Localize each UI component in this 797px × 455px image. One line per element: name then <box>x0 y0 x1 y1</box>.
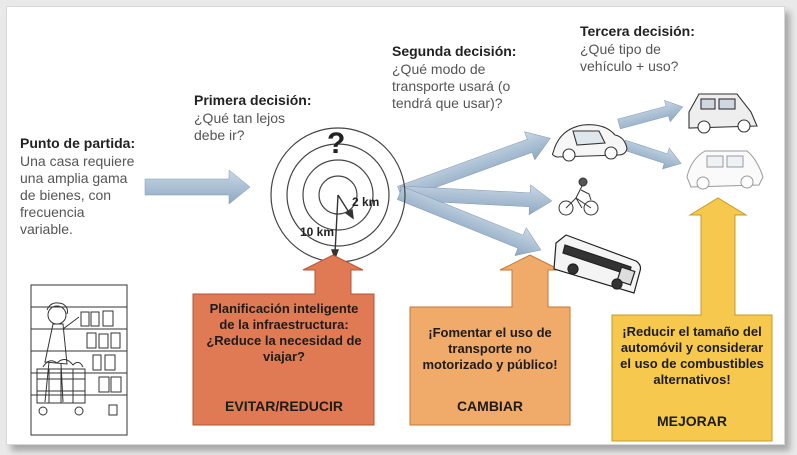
shift-line: transporte no <box>448 341 532 356</box>
start-line: variable. <box>20 221 73 237</box>
third-line: ¿Qué tipo de <box>580 41 661 57</box>
first-decision-title: Primera decisión: <box>194 92 312 108</box>
avoid-line: ¿Reduce la necesidad de <box>206 333 362 348</box>
cyclist-icon <box>558 177 599 216</box>
avoid-box-label: EVITAR/REDUCIR <box>225 398 343 414</box>
improve-line: el uso de combustibles <box>620 356 764 371</box>
distance-far-label: 10 km <box>300 225 335 239</box>
distance-near-label: 2 km <box>352 195 380 209</box>
second-decision-question: ¿Qué modo de transporte usará (o tendrá … <box>392 61 510 112</box>
arrow-to-hatchback <box>622 139 682 170</box>
shopper-illustration <box>30 284 128 436</box>
improve-box-text: ¡Reducir el tamaño del automóvil y consi… <box>614 324 770 388</box>
question-mark: ? <box>327 127 346 160</box>
avoid-line: Planificación inteligente <box>209 301 359 316</box>
second-line: tendrá que usar)? <box>392 95 503 111</box>
arrow-start-to-first <box>144 169 251 205</box>
first-line: debe ir? <box>194 127 245 143</box>
diagram-frame: Punto de partida: Una casa requiere una … <box>6 6 785 445</box>
start-line: de bienes, con <box>20 187 112 203</box>
start-line: una amplia gama <box>20 170 128 186</box>
third-decision-question: ¿Qué tipo de vehículo + uso? <box>580 41 678 75</box>
hatchback-icon <box>686 150 764 190</box>
start-line: Una casa requiere <box>20 153 135 169</box>
start-description: Una casa requiere una amplia gama de bie… <box>20 153 134 238</box>
improve-box-shape <box>611 197 773 442</box>
improve-box-label: MEJORAR <box>656 413 727 429</box>
improve-line: alternativos! <box>653 372 731 387</box>
avoid-box-text: Planificación inteligente de la infraest… <box>195 301 373 365</box>
avoid-box-shape <box>192 254 375 426</box>
bus-icon <box>553 234 642 294</box>
third-line: vehículo + uso? <box>580 58 679 74</box>
avoid-line: de la infraestructura: <box>219 317 349 332</box>
second-line: transporte usará (o <box>392 78 511 94</box>
distance-radius-lines <box>330 194 354 260</box>
first-decision-question: ¿Qué tan lejos debe ir? <box>194 110 285 144</box>
suv-icon <box>688 93 758 134</box>
third-decision-title: Tercera decisión: <box>580 23 695 39</box>
improve-line: automóvil y considerar <box>620 340 764 355</box>
diagram-graphics <box>30 93 773 442</box>
start-line: frecuencia <box>20 204 85 220</box>
second-decision-title: Segunda decisión: <box>392 43 517 59</box>
avoid-line: viajar? <box>263 349 305 364</box>
shift-line: motorizado y público! <box>422 357 558 372</box>
first-line: ¿Qué tan lejos <box>194 110 286 126</box>
arrow-to-bus <box>397 186 542 256</box>
improve-line: ¡Reducir el tamaño del <box>622 324 762 339</box>
arrow-to-suv <box>617 100 684 130</box>
car-icon <box>551 124 628 162</box>
start-title: Punto de partida: <box>20 135 136 151</box>
shift-line: ¡Fomentar el uso de <box>428 325 552 340</box>
second-line: ¿Qué modo de <box>392 61 486 77</box>
shift-box-text: ¡Fomentar el uso de transporte no motori… <box>412 325 568 373</box>
shift-box-label: CAMBIAR <box>456 398 524 414</box>
